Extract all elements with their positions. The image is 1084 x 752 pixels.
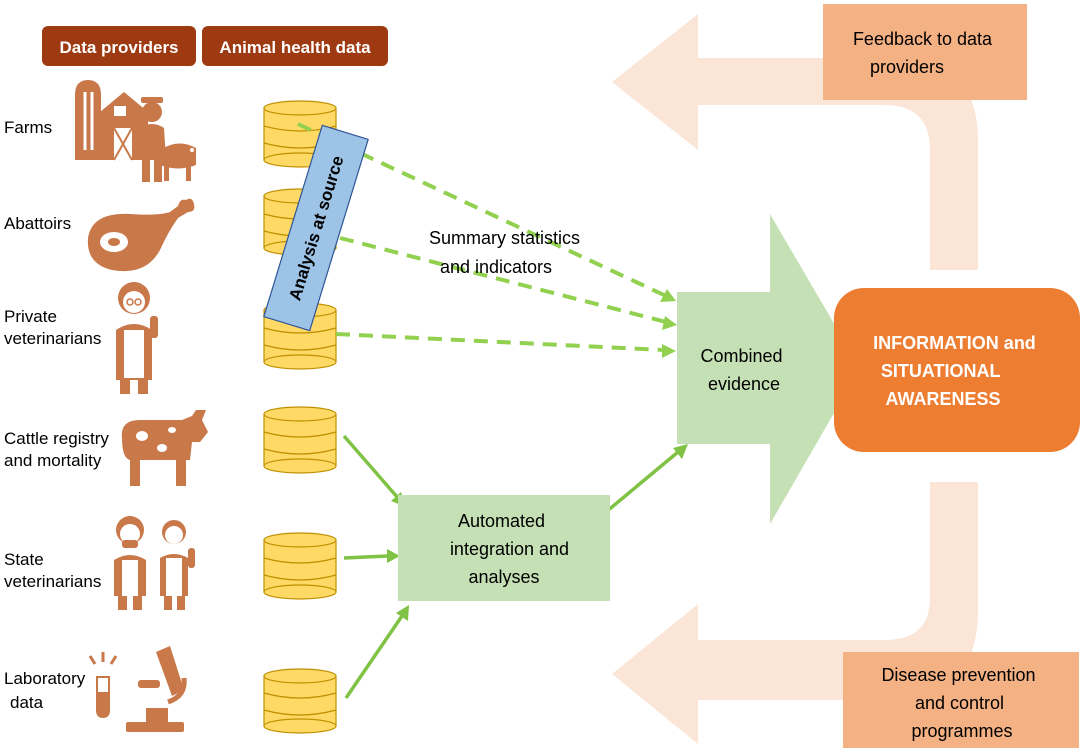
combined-evidence: Combined evidence [677, 214, 860, 524]
cow-icon [121, 410, 208, 486]
dashed-arrowhead-farms [660, 289, 676, 302]
database-cattle [263, 406, 337, 474]
information-awareness: INFORMATION and SITUATIONAL AWARENESS [834, 288, 1080, 452]
header-data-providers: Data providers [42, 26, 196, 66]
provider-label-farms: Farms [4, 118, 52, 137]
feedback-to-providers-box [823, 4, 1027, 100]
disease-prevention-box [843, 652, 1079, 748]
dashed-arrowhead-private-vets [662, 344, 676, 358]
provider-label-private-vets: Private veterinarians [4, 307, 101, 348]
disease-prevention-text: Disease prevention and control programme… [881, 665, 1040, 741]
automated-integration-text: Automated integration and analyses [450, 511, 574, 587]
dashed-arrowhead-abattoirs [662, 316, 677, 330]
header-animal-health-data-box [202, 26, 388, 66]
arrow-lab-to-automated [344, 615, 404, 699]
farm-icon [75, 80, 196, 182]
arrow-state-to-automated [343, 554, 389, 560]
provider-label-cattle: Cattle registry and mortality [4, 429, 114, 470]
header-animal-health-data-text: Animal health data [219, 38, 371, 57]
private-vet-icon [116, 282, 158, 394]
arrow-cattle-to-automated [342, 434, 400, 500]
header-animal-health-data: Animal health data [202, 26, 388, 66]
analysis-at-source-box [263, 124, 369, 332]
feedback-to-providers: Feedback to data providers [823, 4, 1027, 100]
information-awareness-box [834, 288, 1080, 452]
combined-evidence-arrow [677, 214, 860, 524]
state-vets-icon [114, 516, 195, 610]
disease-prevention: Disease prevention and control programme… [843, 652, 1079, 748]
dashed-arrow-abattoirs [339, 236, 667, 324]
arrowhead-lab [396, 605, 409, 621]
feedback-to-providers-text: Feedback to data providers [853, 29, 997, 77]
lab-icon [88, 646, 187, 732]
summary-statistics-label: Summary statistics and indicators [429, 228, 585, 277]
database-lab [263, 668, 337, 734]
arrowhead-state [387, 549, 400, 563]
arrowhead-automated [673, 444, 688, 459]
dashed-arrow-private-vets [335, 332, 665, 352]
ham-icon [87, 198, 195, 272]
provider-label-abattoirs: Abattoirs [4, 214, 71, 233]
dashed-arrows [297, 122, 677, 358]
provider-label-lab: Laboratory data [4, 669, 90, 712]
automated-integration: Automated integration and analyses [398, 495, 610, 601]
information-awareness-text: INFORMATION and SITUATIONAL AWARENESS [873, 333, 1041, 409]
provider-labels: Farms Abattoirs Private veterinarians Ca… [4, 118, 114, 712]
provider-label-state-vets: State veterinarians [4, 550, 101, 591]
combined-evidence-text: Combined evidence [700, 346, 787, 394]
database-state-vets [263, 532, 337, 600]
automated-integration-box [398, 495, 610, 601]
header-data-providers-text: Data providers [59, 38, 178, 57]
header-data-providers-box [42, 26, 196, 66]
